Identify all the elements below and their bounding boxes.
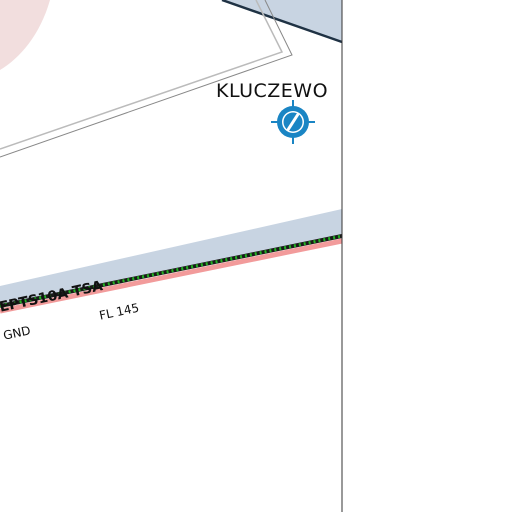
tsa-pink-edge bbox=[0, 238, 343, 314]
navaid-label: KLUCZEWO bbox=[216, 80, 329, 102]
upper-airspace-edge bbox=[221, 0, 343, 44]
boundary-outer-line bbox=[0, 0, 293, 158]
vor-navaid-icon[interactable] bbox=[271, 100, 315, 144]
tsa-dotted-boundary bbox=[0, 234, 343, 308]
restricted-area-shading bbox=[0, 0, 50, 70]
boundary-inner-line bbox=[0, 0, 284, 150]
tsa-band bbox=[0, 209, 342, 306]
